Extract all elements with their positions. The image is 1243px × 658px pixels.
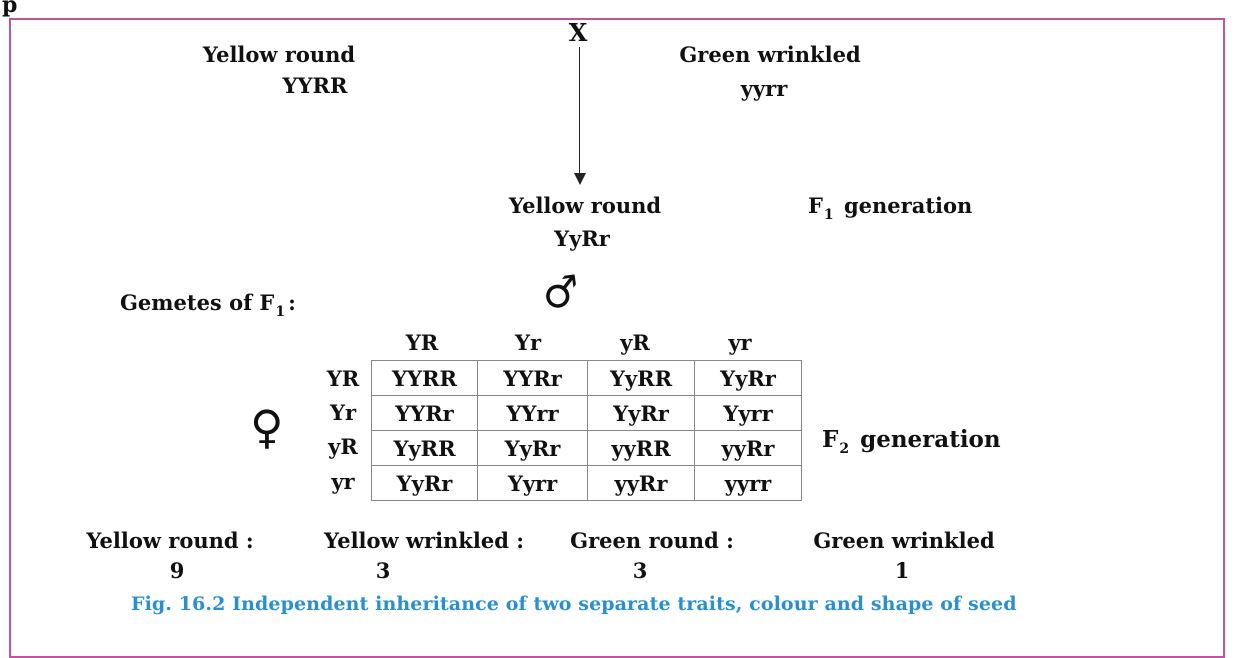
ratio-count: 9 <box>169 558 185 583</box>
column-header: yr <box>728 330 752 355</box>
top-heading-fragment: p <box>2 0 18 18</box>
cross-symbol: X <box>568 18 588 47</box>
parent-right-genotype: yyrr <box>740 76 788 101</box>
punnett-cell: YyRr <box>587 395 695 431</box>
f1-label-suffix: generation <box>843 193 973 218</box>
f1-label-subscript: 1 <box>823 207 834 223</box>
punnett-cell: YyRr <box>477 430 588 466</box>
punnett-row: YyRr Yyrr yyRr yyrr <box>371 465 802 501</box>
column-header: yR <box>620 330 650 355</box>
punnett-cell: YyRr <box>694 360 802 396</box>
gametes-label: Gemetes of F1: <box>120 290 296 320</box>
row-header: yR <box>328 434 358 459</box>
gametes-label-suffix: : <box>288 290 296 315</box>
column-header: YR <box>405 330 439 355</box>
ratio-count: 3 <box>375 558 391 583</box>
row-header: Yr <box>329 400 357 425</box>
ratio-count: 3 <box>632 558 648 583</box>
punnett-cell: YYrr <box>477 395 588 431</box>
row-header: yr <box>331 469 355 494</box>
parent-left-genotype: YYRR <box>282 73 348 98</box>
punnett-cell: yyrr <box>694 465 802 501</box>
punnett-cell: YyRr <box>371 465 478 501</box>
row-header: YR <box>326 366 360 391</box>
female-symbol-icon: ♀ <box>250 400 284 454</box>
ratio-count: 1 <box>894 558 910 583</box>
f1-genotype: YyRr <box>554 226 610 251</box>
cross-arrow-head <box>574 173 586 185</box>
male-symbol-icon: ♂ <box>538 265 583 320</box>
column-header: Yr <box>514 330 542 355</box>
punnett-cell: Yyrr <box>477 465 588 501</box>
f2-generation-label: F2 generation <box>822 426 1001 457</box>
parent-left-phenotype: Yellow round <box>202 42 356 67</box>
figure-caption: Fig. 16.2 Independent inheritance of two… <box>131 593 1017 615</box>
figure-frame <box>9 18 1225 658</box>
punnett-cell: yyRr <box>587 465 695 501</box>
ratio-phenotype: Yellow round : <box>86 528 254 553</box>
punnett-square: YYRR YYRr YyRR YyRr YYRr YYrr YyRr Yyrr … <box>371 360 802 501</box>
punnett-cell: Yyrr <box>694 395 802 431</box>
parent-right-phenotype: Green wrinkled <box>679 42 861 67</box>
f2-label-suffix: generation <box>860 426 1001 453</box>
punnett-row: YYRr YYrr YyRr Yyrr <box>371 395 802 431</box>
punnett-cell: yyRR <box>587 430 695 466</box>
punnett-cell: YYRR <box>371 360 478 396</box>
f2-label-prefix: F <box>822 426 839 453</box>
punnett-cell: YYRr <box>477 360 588 396</box>
punnett-row: YyRR YyRr yyRR yyRr <box>371 430 802 466</box>
punnett-cell: YyRR <box>587 360 695 396</box>
gametes-label-subscript: 1 <box>275 304 286 320</box>
f1-label-prefix: F <box>808 193 823 218</box>
f1-phenotype: Yellow round <box>508 193 662 218</box>
gametes-label-prefix: Gemetes of F <box>120 290 275 315</box>
ratio-phenotype: Green wrinkled <box>813 528 995 553</box>
punnett-cell: YyRR <box>371 430 478 466</box>
f1-generation-label: F1 generation <box>808 193 973 223</box>
punnett-row: YYRR YYRr YyRR YyRr <box>371 360 802 396</box>
ratio-phenotype: Yellow wrinkled : <box>324 528 524 553</box>
ratio-phenotype: Green round : <box>570 528 734 553</box>
punnett-cell: yyRr <box>694 430 802 466</box>
punnett-cell: YYRr <box>371 395 478 431</box>
f2-label-subscript: 2 <box>839 441 850 457</box>
cross-arrow-line <box>579 47 580 175</box>
